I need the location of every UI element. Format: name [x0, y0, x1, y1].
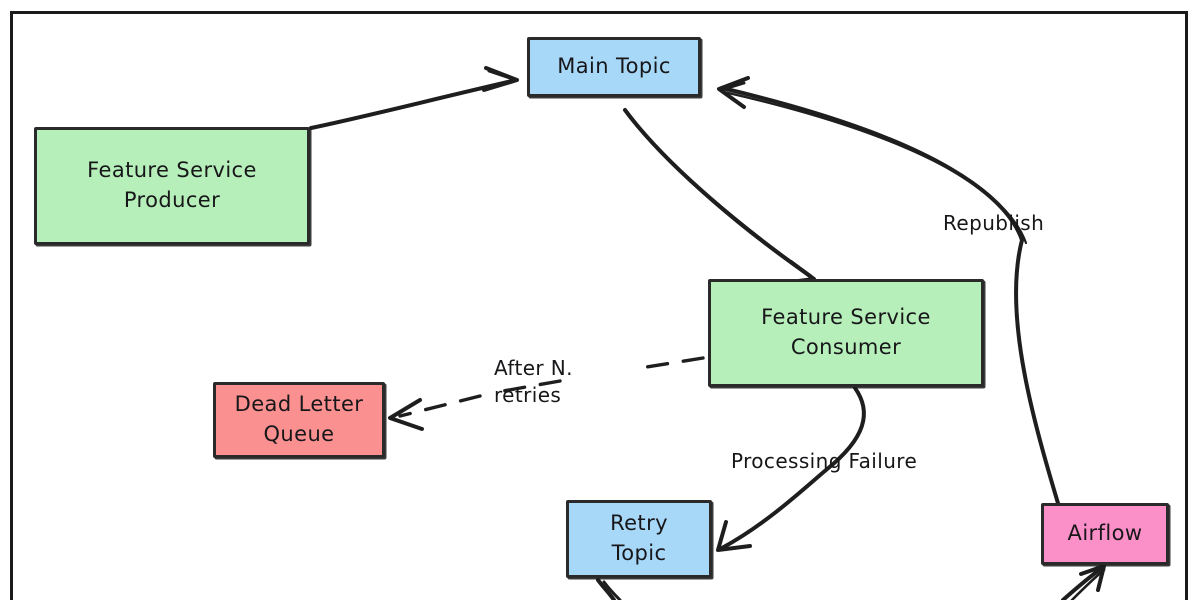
edge-label-processing-failure: Processing Failure	[731, 448, 917, 475]
node-retry-topic-label-line2: Topic	[611, 541, 667, 565]
node-dead-letter-queue[interactable]: Dead Letter Queue	[213, 382, 385, 458]
node-main-topic[interactable]: Main Topic	[527, 37, 701, 97]
node-retry-topic[interactable]: Retry Topic	[566, 500, 712, 578]
edge-incoming-to-airflow	[1061, 564, 1106, 600]
edge-main-topic-to-consumer	[623, 108, 816, 285]
edge-producer-to-main-topic	[309, 66, 519, 130]
edge-retry-topic-outgoing	[596, 578, 622, 600]
node-feature-service-producer[interactable]: Feature Service Producer	[34, 127, 310, 245]
edge-consumer-to-retry-topic	[716, 386, 866, 552]
edge-airflow-to-main-topic	[717, 76, 1065, 522]
edge-label-after-n-retries: After N. retries	[494, 355, 573, 409]
edge-label-republish: Republish	[943, 210, 1044, 237]
node-retry-topic-label-line1: Retry	[610, 511, 668, 536]
node-dead-letter-queue-label-line2: Queue	[263, 422, 335, 446]
edge-label-after-n-retries-line1: After N.	[494, 356, 573, 380]
edge-label-republish-text: Republish	[943, 211, 1045, 235]
edge-label-after-n-retries-line2: retries	[494, 383, 562, 407]
node-feature-service-consumer[interactable]: Feature Service Consumer	[708, 279, 984, 387]
node-airflow[interactable]: Airflow	[1041, 503, 1169, 565]
node-main-topic-label: Main Topic	[557, 54, 671, 79]
diagram-frame	[10, 11, 1188, 600]
edge-label-processing-failure-text: Processing Failure	[731, 449, 918, 473]
node-feature-service-consumer-label-line2: Consumer	[790, 335, 902, 359]
node-airflow-label: Airflow	[1067, 521, 1143, 546]
edge-consumer-to-dead-letter-queue	[388, 356, 705, 431]
node-dead-letter-queue-label-line1: Dead Letter	[234, 392, 364, 417]
node-feature-service-producer-label-line1: Feature Service	[87, 158, 257, 183]
node-feature-service-producer-label-line2: Producer	[123, 188, 221, 212]
node-feature-service-consumer-label-line1: Feature Service	[761, 305, 931, 330]
